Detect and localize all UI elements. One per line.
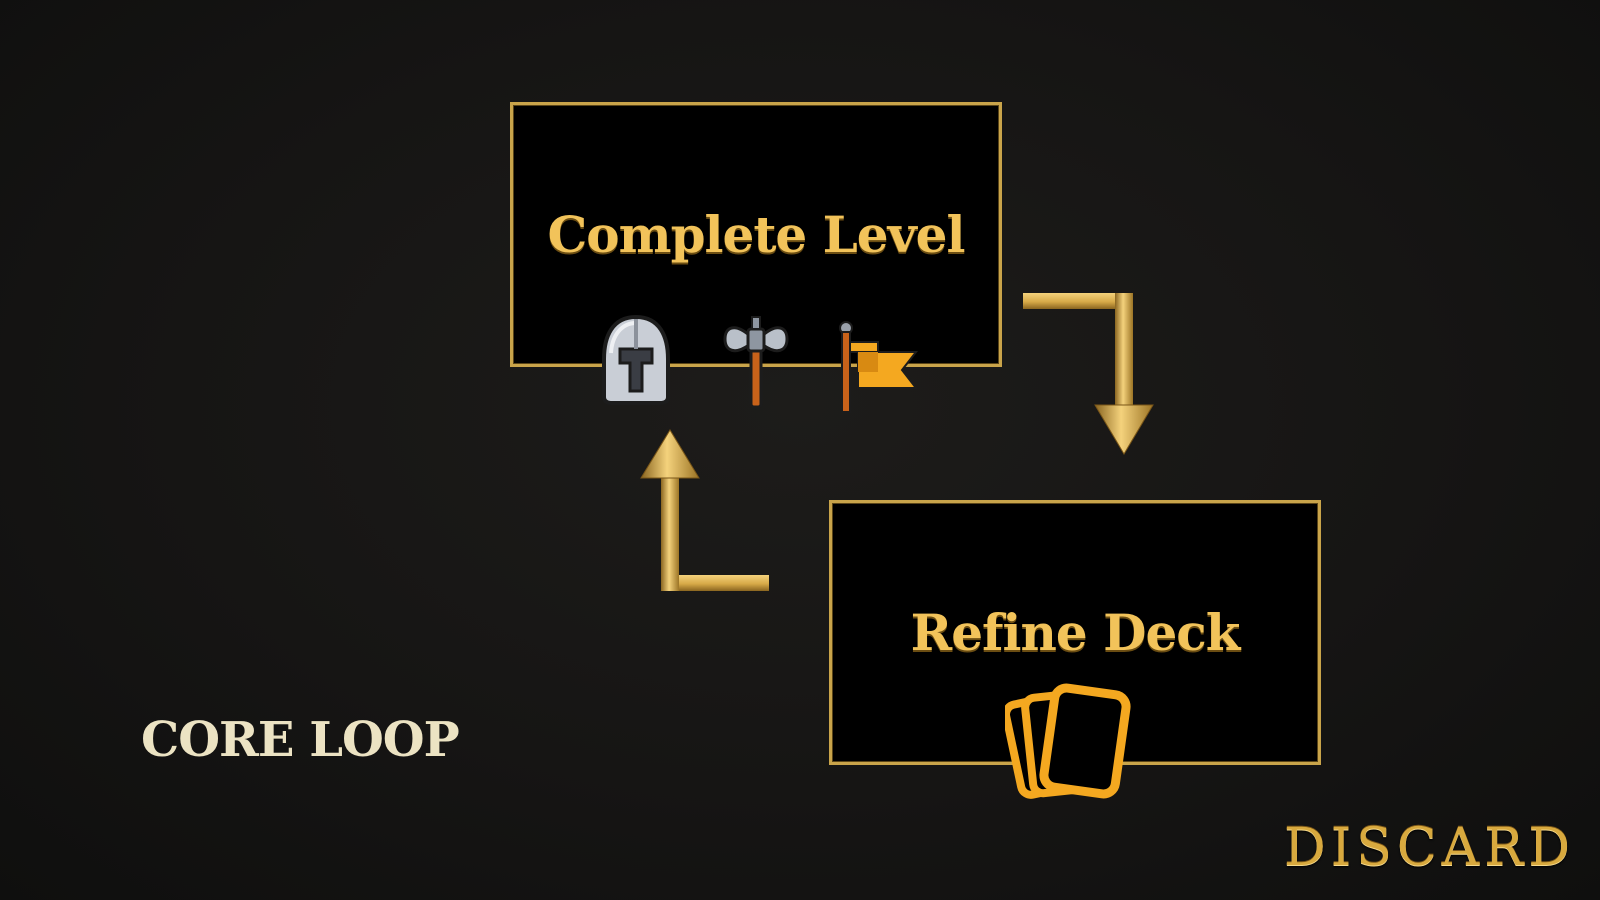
node-label-refine-deck: Refine Deck <box>910 603 1241 662</box>
game-logo: DISCARD <box>1284 818 1576 878</box>
node-label-complete-level: Complete Level <box>547 205 966 264</box>
helmet-icon <box>602 314 670 405</box>
arrow-up-icon <box>640 429 769 591</box>
flag-icon <box>839 321 919 413</box>
arrow-down-icon <box>1023 293 1154 455</box>
page-title: CORE LOOP <box>141 712 460 768</box>
cards-icon <box>1005 683 1131 799</box>
battle-axe-icon <box>723 316 789 409</box>
